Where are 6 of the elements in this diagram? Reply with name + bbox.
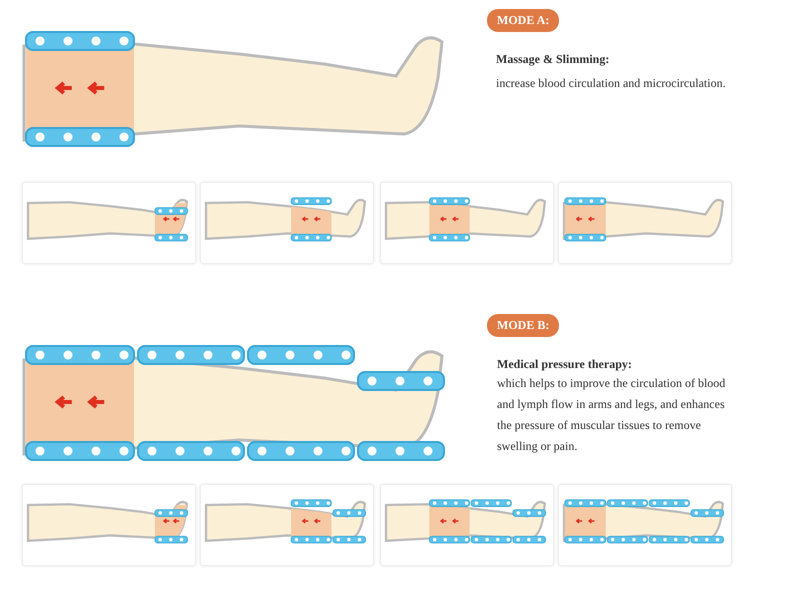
mode-description: which helps to improve the circulation of blood and lymph flow in arms and legs, and enhances the pressure of muscular tissues to remove swelling or pain. (497, 375, 726, 455)
mode-badge: MODE A: (487, 9, 560, 32)
mode-description: increase blood circulation and microcirculation. (496, 76, 727, 91)
mode-heading: Medical pressure therapy: (497, 357, 632, 372)
mode-heading: Massage & Slimming: (496, 52, 610, 67)
mode-badge: MODE B: (487, 314, 560, 337)
